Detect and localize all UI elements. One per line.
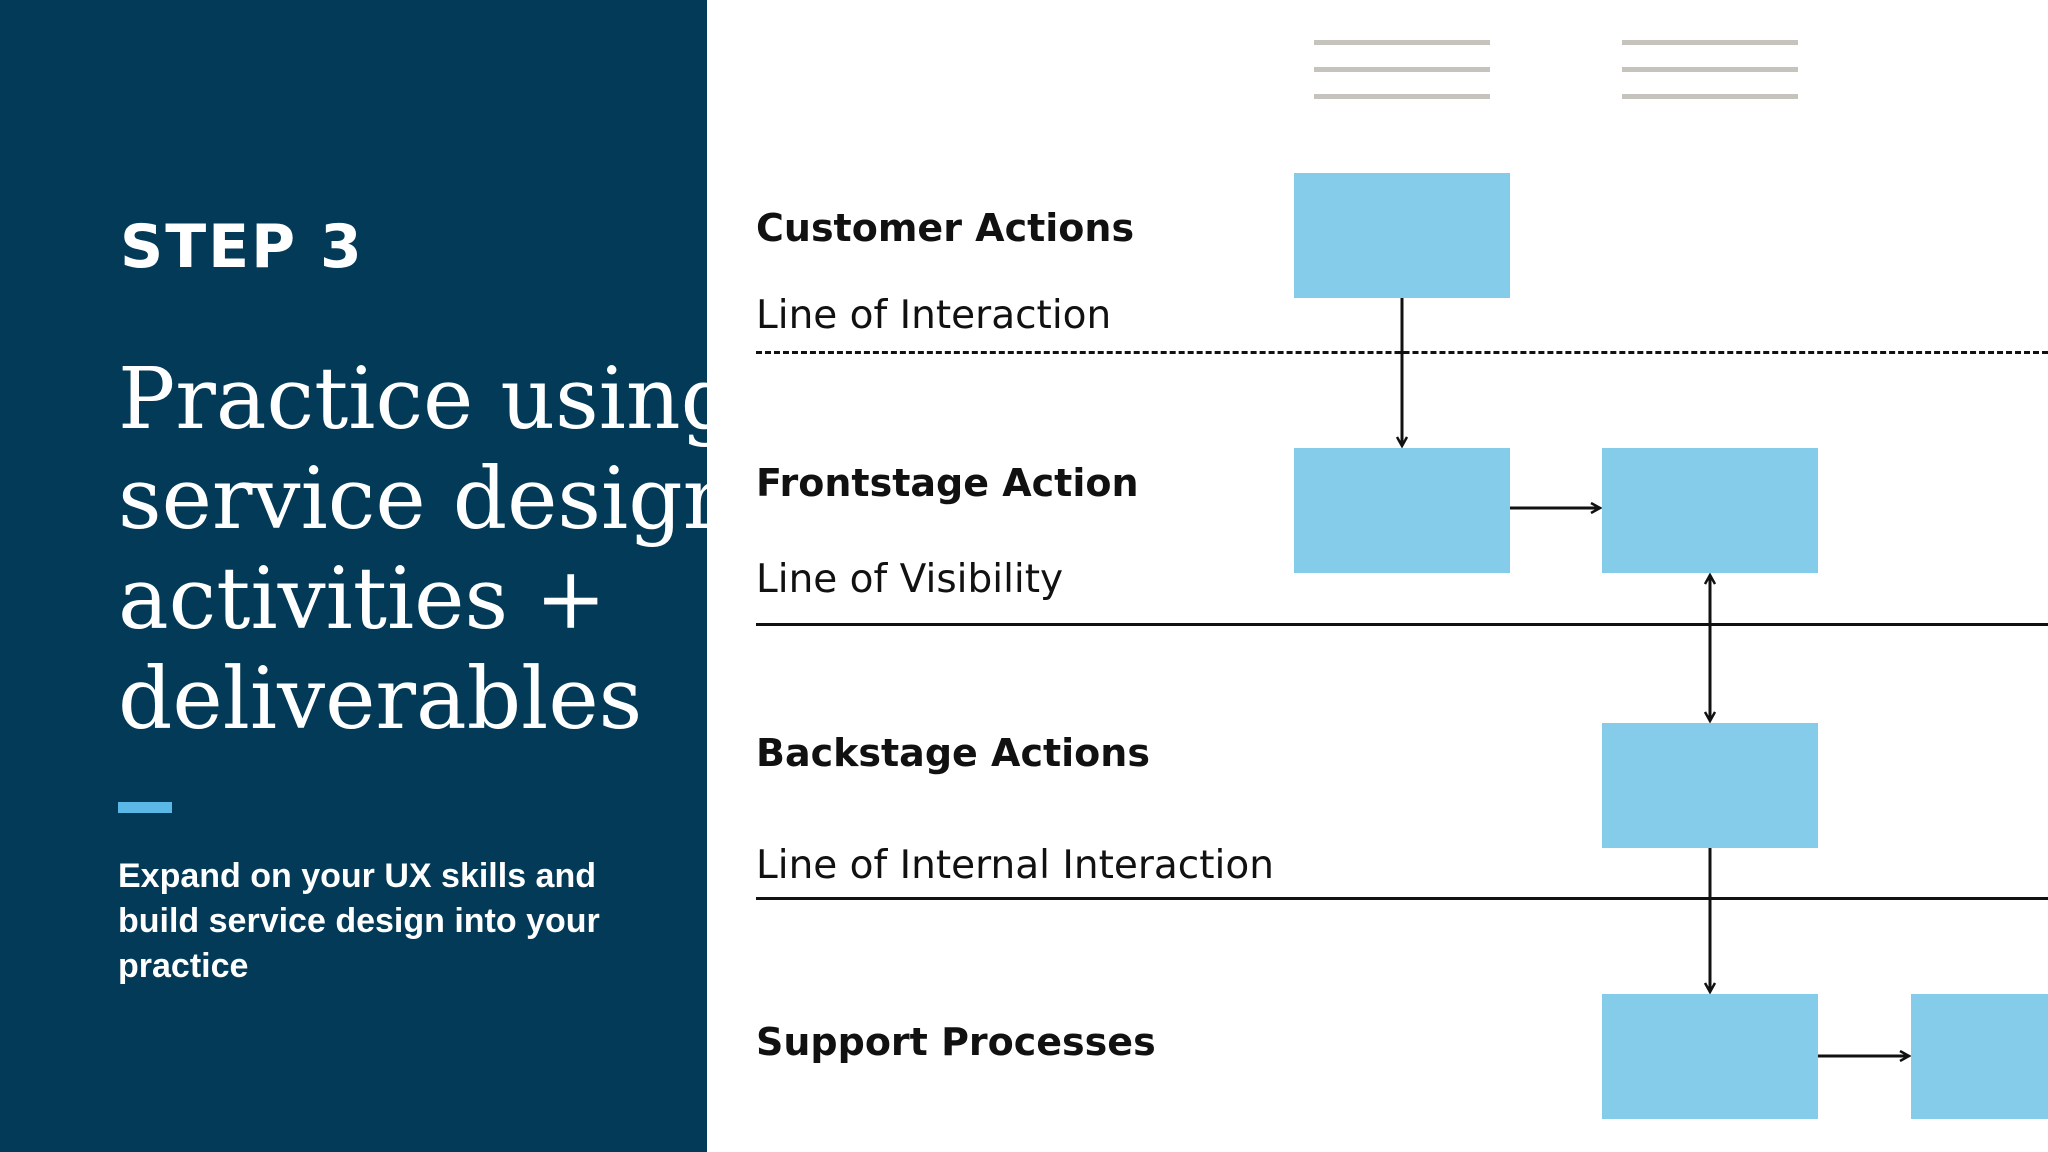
column-header-placeholder [1622, 40, 1798, 121]
customer-action-box [1294, 173, 1510, 298]
support-process-box [1911, 994, 2048, 1119]
lane-label-backstage-actions: Backstage Actions [756, 731, 1150, 775]
line-label-visibility: Line of Visibility [756, 557, 1064, 602]
line-of-internal-interaction [756, 897, 2048, 900]
header-placeholder-line [1314, 94, 1490, 99]
step-label: STEP 3 [120, 212, 364, 282]
service-blueprint-diagram: Customer Actions Line of Interaction Fro… [707, 0, 2048, 1152]
lane-label-customer-actions: Customer Actions [756, 206, 1135, 250]
backstage-action-box [1602, 723, 1818, 848]
headline-line: service design [118, 450, 738, 549]
frontstage-action-box [1294, 448, 1510, 573]
title-panel: STEP 3 Practice using service design act… [0, 0, 738, 1152]
accent-bar [118, 802, 172, 813]
line-of-visibility [756, 623, 2048, 626]
column-header-placeholder [1314, 40, 1490, 121]
subtitle-line: build service design into your [118, 902, 600, 940]
subtitle-line: Expand on your UX skills and [118, 857, 596, 895]
headline-line: Practice using [118, 350, 736, 449]
frontstage-action-box [1602, 448, 1818, 573]
line-label-internal-interaction: Line of Internal Interaction [756, 843, 1274, 888]
header-placeholder-line [1622, 67, 1798, 72]
headline: Practice using service design activities… [118, 350, 738, 750]
headline-line: deliverables [118, 650, 643, 749]
support-process-box [1602, 994, 1818, 1119]
flow-arrows [707, 298, 2048, 1152]
header-placeholder-line [1622, 94, 1798, 99]
header-placeholder-line [1314, 40, 1490, 45]
headline-line: activities + [118, 550, 607, 649]
line-label-interaction: Line of Interaction [756, 293, 1112, 338]
header-placeholder-line [1622, 40, 1798, 45]
subtitle-line: practice [118, 947, 249, 985]
header-placeholder-line [1314, 67, 1490, 72]
lane-label-support-processes: Support Processes [756, 1020, 1156, 1064]
subtitle: Expand on your UX skills and build servi… [118, 854, 638, 989]
lane-label-frontstage-action: Frontstage Action [756, 461, 1139, 505]
